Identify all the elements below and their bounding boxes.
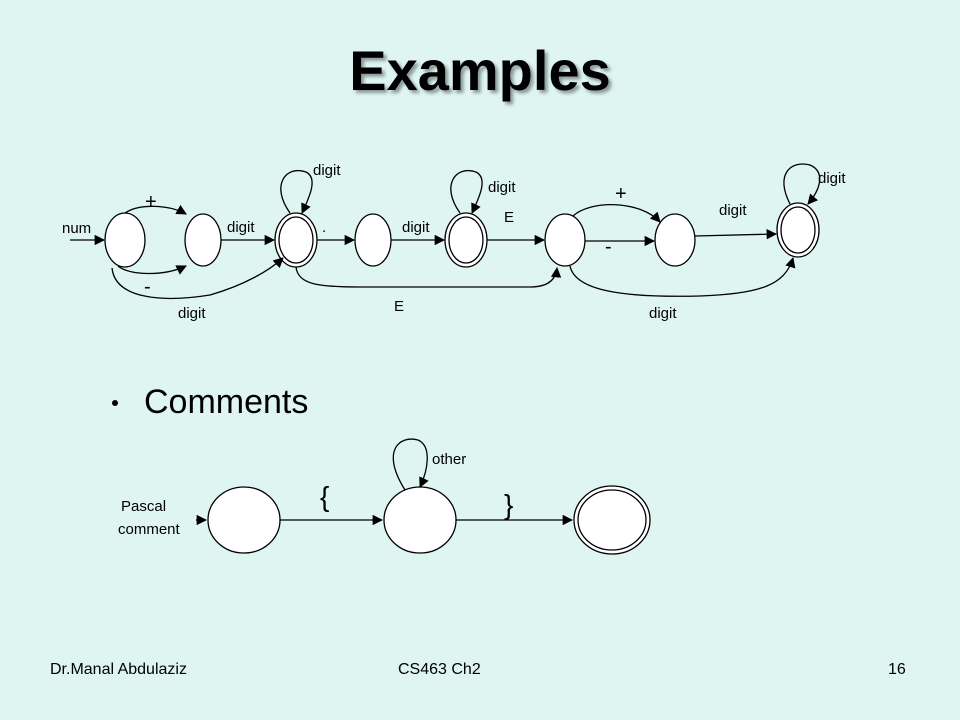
digit-after-sign-label: digit xyxy=(227,219,255,236)
comment-state-start xyxy=(207,486,281,554)
state-8-accepting-inner xyxy=(780,206,816,254)
exp-plus-edge xyxy=(572,204,661,223)
exp-digit-direct-edge xyxy=(569,257,796,297)
exp-plus-label: + xyxy=(615,183,627,205)
plus-edge xyxy=(124,204,187,215)
e-upper-label: E xyxy=(504,209,514,226)
comment-start-label-line1: Pascal xyxy=(121,498,166,515)
other-loop-label: other xyxy=(432,451,466,468)
state-2 xyxy=(184,213,222,267)
exp-digit-after-sign-label: digit xyxy=(719,202,747,219)
digit-direct-edge xyxy=(111,257,284,300)
comment-state-body xyxy=(383,486,457,554)
state-1 xyxy=(104,212,146,268)
loop-1-label: digit xyxy=(313,162,341,179)
start-label: num xyxy=(62,220,91,237)
bullet-item: Comments xyxy=(112,383,308,422)
footer-page-number: 16 xyxy=(888,661,906,678)
comment-state-accepting-inner xyxy=(577,489,647,551)
digit-direct-label: digit xyxy=(178,305,206,322)
footer-author: Dr.Manal Abdulaziz xyxy=(50,661,187,678)
state-3-accepting-inner xyxy=(278,216,314,264)
comment-start-label-line2: comment xyxy=(118,521,181,538)
digit-after-dot-label: digit xyxy=(402,219,430,236)
comment-state-accepting-outer xyxy=(573,485,651,555)
loop-2-label: digit xyxy=(488,179,516,196)
open-brace-label: { xyxy=(320,481,329,512)
dot-label: . xyxy=(322,219,326,236)
bullet-dot-icon xyxy=(112,399,118,406)
loop-3 xyxy=(783,163,821,205)
loop-3-label: digit xyxy=(818,170,846,187)
state-4 xyxy=(354,213,392,267)
state-5-accepting-inner xyxy=(448,216,484,264)
exp-minus-label: - xyxy=(605,236,612,258)
other-loop xyxy=(392,438,429,491)
close-brace-label: } xyxy=(504,489,513,520)
e-edge-lower xyxy=(295,266,562,288)
state-6 xyxy=(544,213,586,267)
e-lower-label: E xyxy=(394,298,404,315)
slide-title: Examples xyxy=(349,39,611,102)
loop-1 xyxy=(280,170,313,214)
exp-digit-after-sign-edge xyxy=(694,229,778,240)
bullet-text: Comments xyxy=(144,383,309,421)
loop-2 xyxy=(450,170,483,214)
plus-label: + xyxy=(145,191,157,213)
minus-label: - xyxy=(144,276,151,298)
state-8-accepting-outer xyxy=(776,202,820,258)
state-7 xyxy=(654,213,696,267)
comment-automaton-diagram: Pascal comment { } other xyxy=(118,438,651,555)
minus-edge xyxy=(117,265,187,275)
exp-digit-direct-label: digit xyxy=(649,305,677,322)
footer-course: CS463 Ch2 xyxy=(398,661,481,678)
state-5-accepting-outer xyxy=(444,212,488,268)
